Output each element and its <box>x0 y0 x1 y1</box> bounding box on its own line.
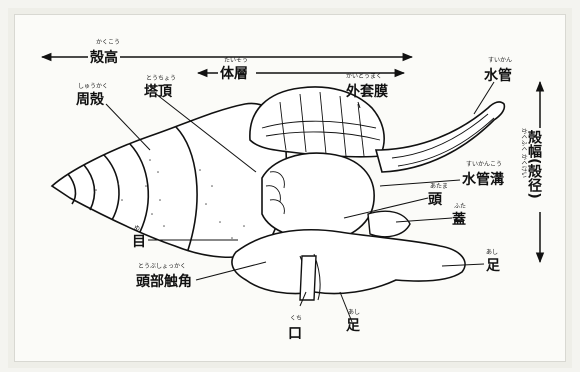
label-shell-length: 殻高 <box>90 49 118 66</box>
ruby-operculum: ふた <box>454 203 466 210</box>
label-shell-width: 殻幅(殻径) <box>526 129 542 198</box>
ruby-whorl: しゅうかく <box>78 83 108 90</box>
ruby-body-whorl: たいそう <box>224 57 248 64</box>
ruby-spire: とうちょう <box>146 75 176 82</box>
ruby-tentacle: とうぶしょっかく <box>138 263 186 270</box>
label-whorl: 周殻 <box>76 91 105 108</box>
label-foot-right: 足 <box>486 258 501 274</box>
label-operculum: 蓋 <box>452 211 466 228</box>
label-outer-lip: 外套膜 <box>346 83 388 100</box>
ruby-mouth: くち <box>290 315 302 322</box>
ruby-eye: め <box>134 225 140 232</box>
ruby-siphon: すいかん <box>488 57 512 64</box>
label-body-whorl: 体層 <box>220 65 248 82</box>
ruby-foot-right: あし <box>486 249 498 256</box>
snail-foot <box>232 230 465 300</box>
label-siphonal-canal: 水管溝 <box>462 171 504 188</box>
ruby-shell-length: かくこう <box>96 39 120 46</box>
label-foot: 足 <box>346 318 361 334</box>
ruby-outer-lip: がいとうまく <box>346 72 382 80</box>
label-head: 頭 <box>428 192 443 208</box>
ruby-siphonal-canal: すいかんこう <box>466 161 502 168</box>
label-tentacle: 頭部触角 <box>136 273 192 290</box>
label-mouth: 口 <box>288 326 302 342</box>
ruby-head: あたま <box>430 183 448 190</box>
label-siphon: 水管 <box>484 67 512 84</box>
ruby-foot: あし <box>348 309 360 316</box>
label-spire: 塔頂 <box>144 83 173 100</box>
label-eye: 目 <box>132 234 146 250</box>
